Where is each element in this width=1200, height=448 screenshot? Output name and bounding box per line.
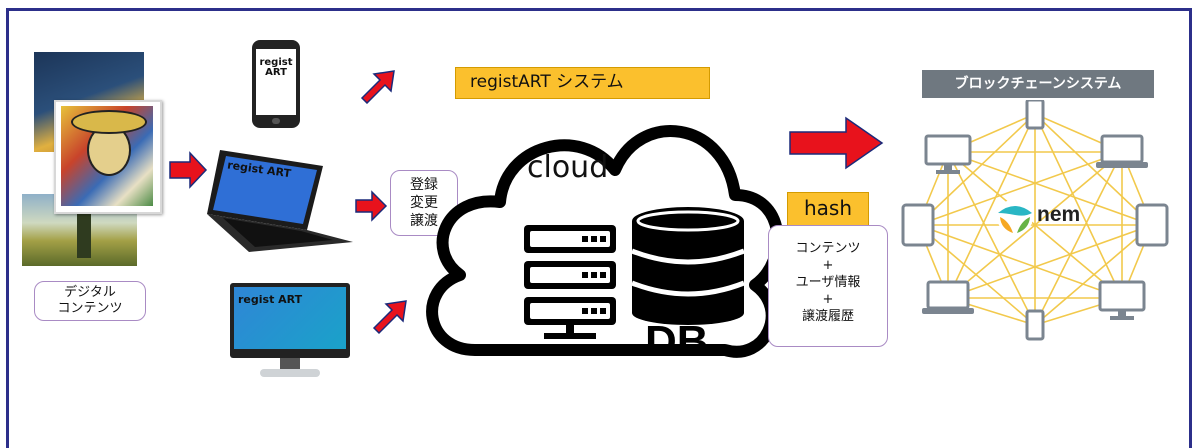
desktop-monitor-device: regist ART <box>230 283 350 383</box>
network-node-phone-icon <box>1025 309 1045 341</box>
blockchain-network <box>901 100 1169 341</box>
nem-logo-text: nem <box>1037 203 1081 226</box>
db-label: DB <box>645 317 709 366</box>
arrow-content-to-devices <box>169 151 208 189</box>
smartphone-device: regist ART <box>252 40 300 128</box>
server-rack-icon <box>524 225 616 340</box>
network-node-monitor-icon <box>1098 280 1146 320</box>
hash-plus-1: + <box>822 258 834 273</box>
cloud-label: cloud <box>527 150 609 185</box>
network-node-laptop-icon <box>1096 134 1148 168</box>
action-change: 変更 <box>410 195 438 211</box>
arrow-laptop-to-actions <box>355 190 388 222</box>
hash-item-content: コンテンツ <box>795 241 861 256</box>
blockchain-title-box: ブロックチェーンシステム <box>922 70 1154 98</box>
network-node-laptop-icon <box>922 280 974 314</box>
database-icon <box>631 207 745 325</box>
hash-item-transfer-history: 譲渡履歴 <box>801 309 854 324</box>
action-register: 登録 <box>410 177 438 193</box>
system-title-text: registART システム <box>470 72 624 92</box>
arrow-to-blockchain <box>789 116 884 170</box>
nem-logo: nem <box>995 197 1115 237</box>
arrow-phone-to-cloud <box>360 70 395 104</box>
artwork-portrait <box>54 100 162 214</box>
digital-content-line2: コンテンツ <box>57 301 123 316</box>
network-node-tablet-icon <box>1135 203 1169 247</box>
arrow-monitor-to-cloud <box>372 300 407 335</box>
network-node-phone-icon <box>1025 100 1045 130</box>
system-title-box: registART システム <box>455 67 710 99</box>
hash-title-box: hash <box>787 192 869 226</box>
smartphone-screen-text: regist ART <box>259 57 293 78</box>
hash-content-box: コンテンツ + ユーザ情報 + 譲渡履歴 <box>768 225 888 347</box>
monitor-screen-text: regist ART <box>238 293 303 306</box>
network-node-monitor-icon <box>924 134 972 174</box>
nem-logo-icon <box>997 199 1033 235</box>
hash-plus-2: + <box>822 292 834 307</box>
laptop-device: regist ART <box>205 148 355 256</box>
artwork-stack <box>22 52 162 267</box>
blockchain-title-text: ブロックチェーンシステム <box>954 76 1122 92</box>
digital-content-label: デジタル コンテンツ <box>34 281 146 321</box>
action-transfer: 譲渡 <box>410 213 438 229</box>
hash-item-user-info: ユーザ情報 <box>795 275 861 290</box>
diagram-frame <box>6 8 1192 448</box>
hash-title-text: hash <box>803 196 853 220</box>
network-node-tablet-icon <box>901 203 935 247</box>
digital-content-line1: デジタル <box>64 285 116 300</box>
